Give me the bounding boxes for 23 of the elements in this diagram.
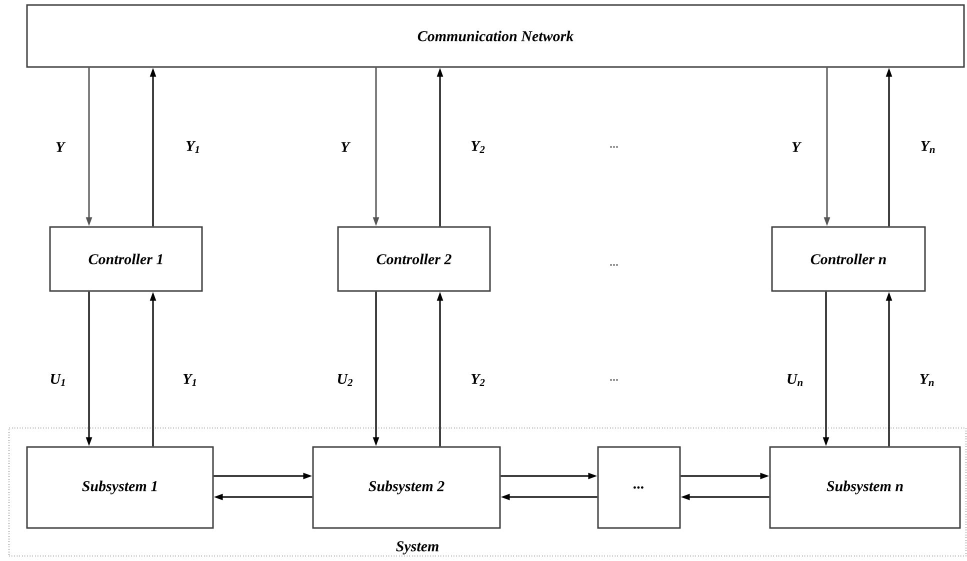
- edge-label: U$_{n}$: [788, 374, 803, 386]
- process-box: Subsystem n: [769, 446, 961, 529]
- process-box: Controller 1: [49, 226, 203, 292]
- edge-label: Y$_{2}$: [471, 141, 485, 153]
- edge-label: Y: [792, 142, 802, 152]
- process-box: Subsystem 1: [26, 446, 214, 529]
- process-box: Controller n: [771, 226, 926, 292]
- ellipsis-label: ...: [610, 264, 618, 266]
- ellipsis-label: ...: [610, 379, 618, 381]
- edge-label: Y$_{n}$: [921, 141, 935, 153]
- edge-label: Y: [341, 142, 351, 152]
- ellipsis-label: ...: [610, 146, 618, 148]
- edge-label: U$_{2}$: [338, 374, 353, 386]
- process-box: Subsystem 2: [312, 446, 501, 529]
- edge-label: Y$_{2}$: [471, 374, 485, 386]
- process-box: Communication Network: [26, 4, 965, 68]
- edge-label: Y: [56, 142, 66, 152]
- edge-label: Y$_{1}$: [183, 374, 196, 386]
- edge-label: Y$_{n}$: [920, 374, 934, 386]
- edge-label: U$_{1}$: [50, 374, 65, 386]
- process-box: Controller 2: [337, 226, 491, 292]
- process-box: ...: [597, 446, 681, 529]
- edge-label: Y$_{1}$: [186, 141, 199, 153]
